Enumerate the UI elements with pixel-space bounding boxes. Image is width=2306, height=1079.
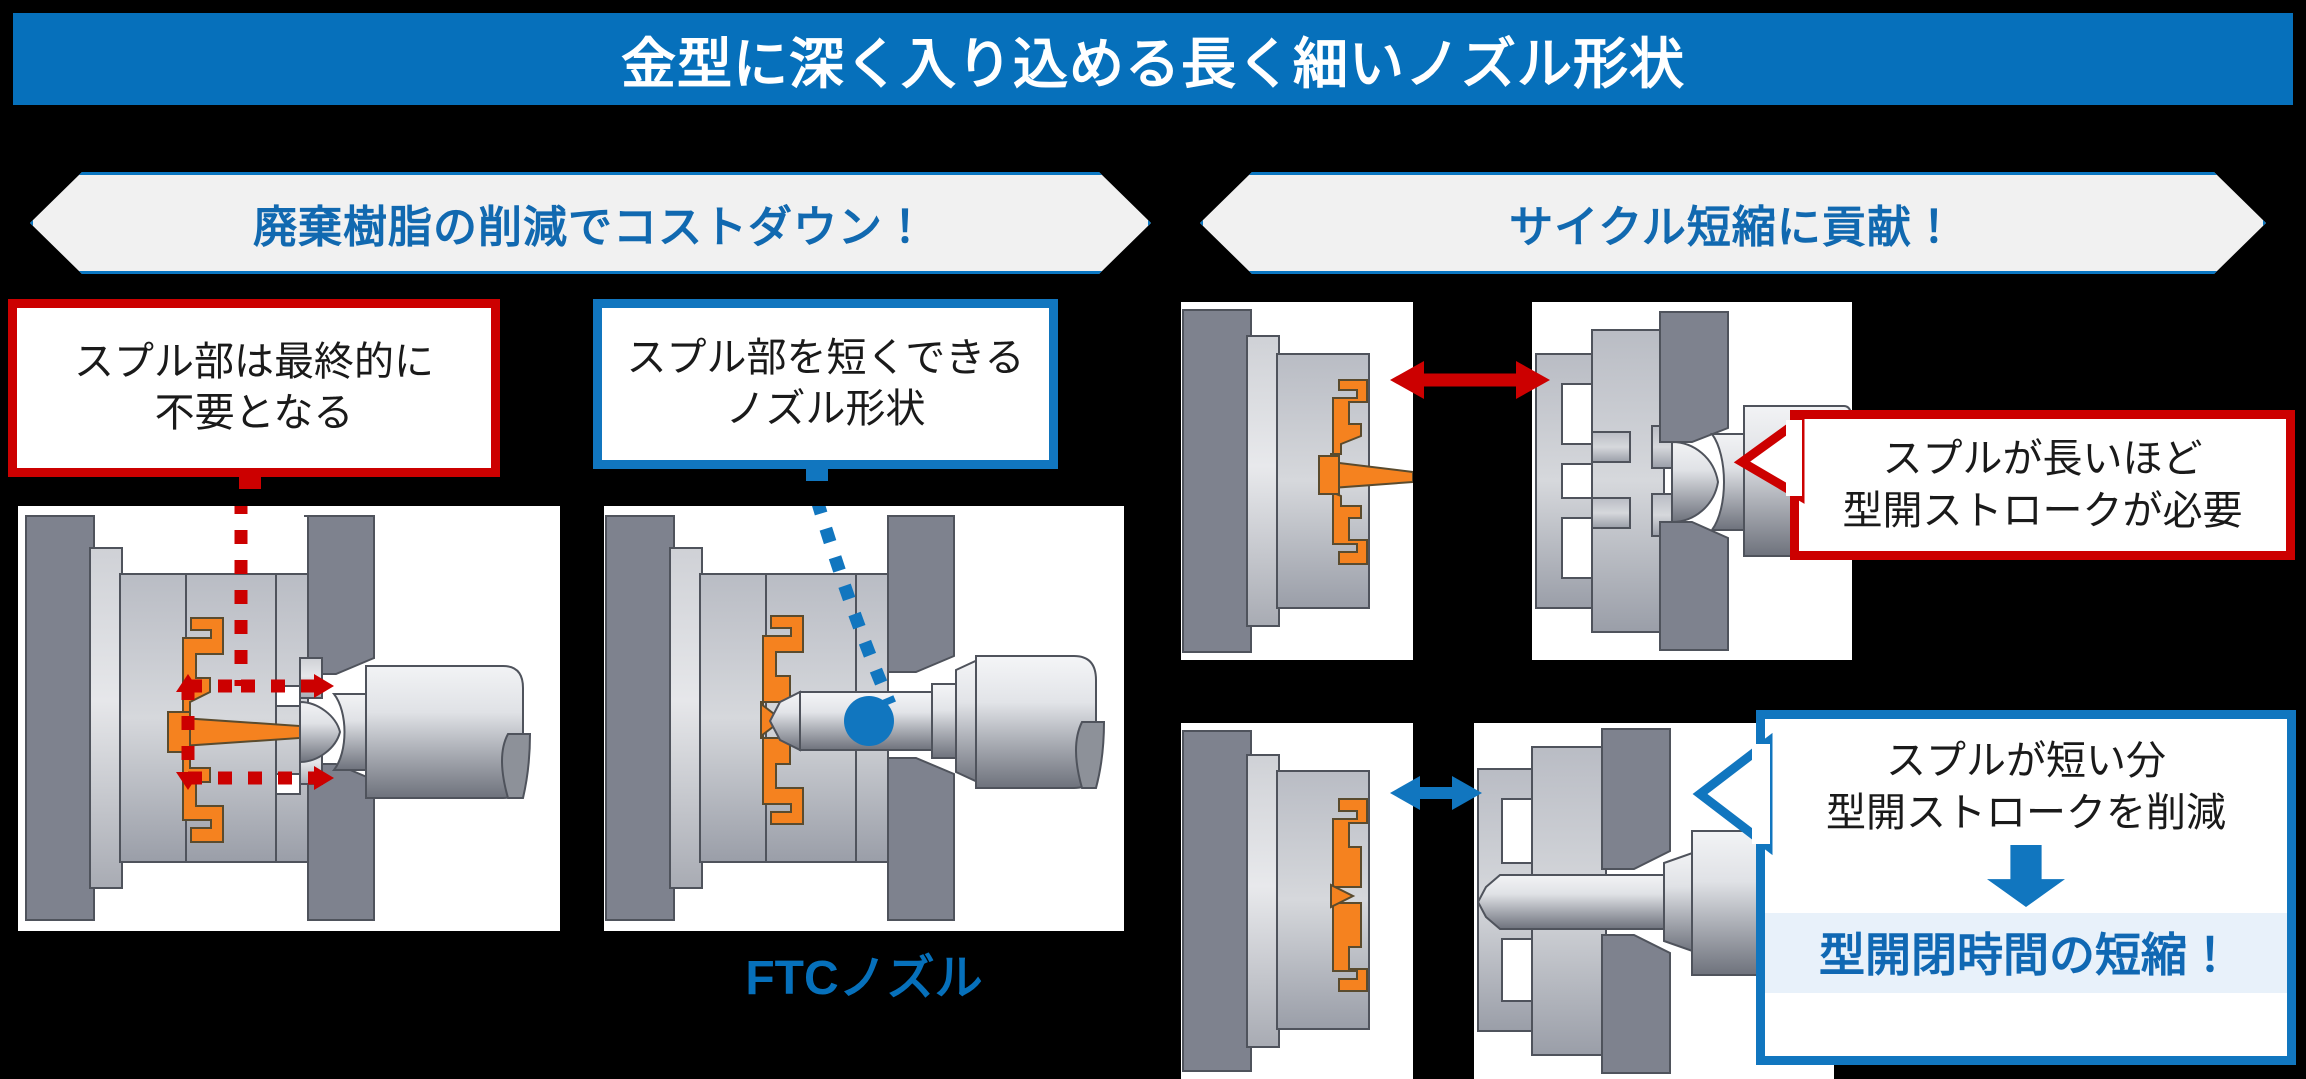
ftc-leader-dotted xyxy=(812,506,896,707)
ftc-mold-svg xyxy=(605,506,1106,921)
callout-waste-line-2: 不要となる xyxy=(154,391,354,435)
section-header-cost: 廃棄樹脂の削減でコストダウン！ xyxy=(30,172,1151,274)
section-header-cycle-label: サイクル短縮に貢献！ xyxy=(1509,203,1957,252)
callout-long-line-1: スプルが長いほど xyxy=(1882,437,2203,481)
long-open-fixed-svg xyxy=(1182,309,1413,653)
diagram-long-open-fixed-half xyxy=(1181,302,1413,660)
down-arrow-icon xyxy=(1987,845,2065,907)
section-header-cost-label: 廃棄樹脂の削減でコストダウン！ xyxy=(253,203,928,252)
diagram-conventional-mold xyxy=(18,506,560,931)
callout-shape-tail xyxy=(806,465,828,481)
callout-waste-resin: スプル部は最終的に 不要となる xyxy=(8,299,500,477)
page-title: 金型に深く入り込める長く細いノズル形状 xyxy=(620,33,1685,95)
title-banner: 金型に深く入り込める長く細いノズル形状 xyxy=(13,13,2293,105)
callout-waste-tail xyxy=(239,473,261,489)
section-header-cycle: サイクル短縮に貢献！ xyxy=(1200,172,2266,274)
callout-shape-line-2: ノズル形状 xyxy=(725,387,926,431)
callout-short-line-2: 型開ストロークを削減 xyxy=(1826,791,2226,835)
callout-short-line-1: スプルが短い分 xyxy=(1886,739,2166,783)
short-stroke-arrow xyxy=(1390,776,1482,810)
callout-long-stroke: スプルが長いほど 型開ストロークが必要 xyxy=(1790,410,2295,560)
ftc-leader-dot xyxy=(844,696,894,746)
conventional-leader-dotted xyxy=(181,506,314,785)
callout-short-tail xyxy=(1692,732,1773,856)
diagram-ftc-mold xyxy=(604,506,1124,931)
callout-nozzle-shape: スプル部を短くできる ノズル形状 xyxy=(593,299,1058,469)
conventional-mold-svg xyxy=(25,506,532,921)
callout-short-stroke: スプルが短い分 型開ストロークを削減 型開閉時間の短縮！ xyxy=(1756,710,2296,1065)
callout-long-tail xyxy=(1733,411,1805,504)
callout-shape-line-1: スプル部を短くできる xyxy=(626,335,1025,380)
ftc-nozzle-label: FTCノズル xyxy=(745,952,983,1005)
long-stroke-arrow xyxy=(1390,361,1550,399)
diagram-short-open-fixed-half xyxy=(1181,723,1413,1079)
short-open-fixed-svg xyxy=(1182,730,1370,1072)
callout-waste-line-1: スプル部は最終的に xyxy=(74,339,434,384)
callout-short-conclusion-label: 型開閉時間の短縮！ xyxy=(1819,929,2233,981)
callout-long-line-2: 型開ストロークが必要 xyxy=(1842,489,2243,533)
callout-short-conclusion: 型開閉時間の短縮！ xyxy=(1765,913,2287,993)
